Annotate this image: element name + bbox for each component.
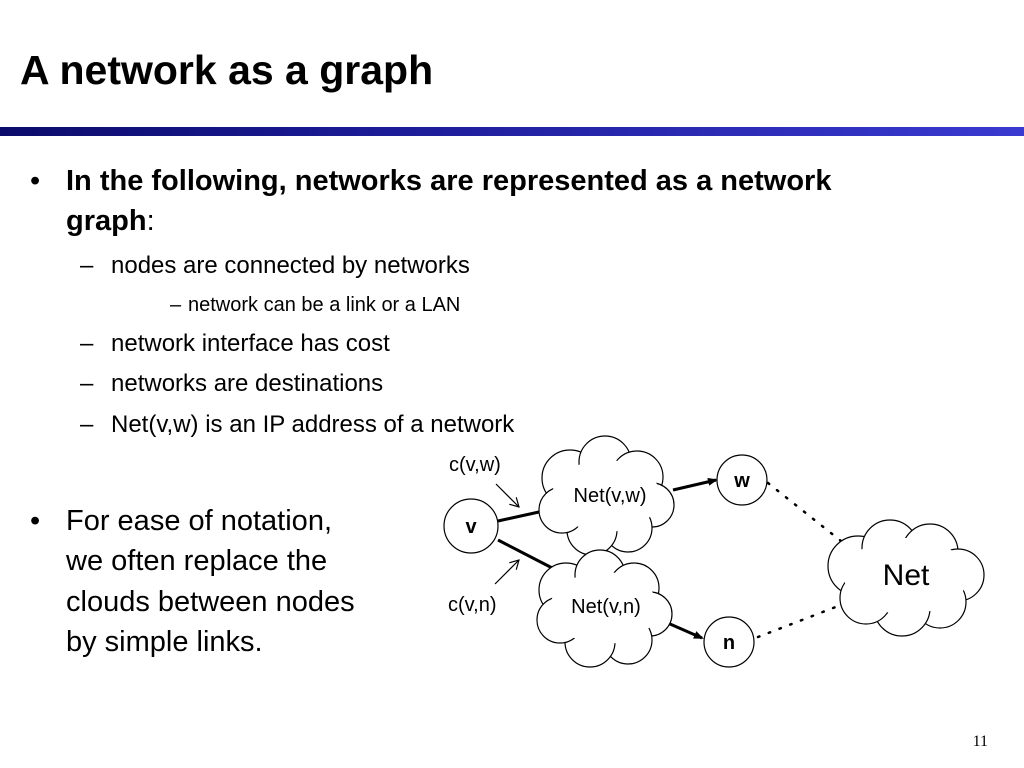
- sub-dash: –: [80, 370, 94, 397]
- node-v: v: [443, 498, 499, 554]
- node-w: w: [716, 454, 768, 506]
- edge-netvn-n: [669, 622, 704, 640]
- cost-arrow-cvn: [494, 560, 519, 585]
- sub2-dash: –: [170, 294, 182, 316]
- bullet-dot: •: [30, 165, 41, 197]
- cloud-net-vw-fill: [552, 460, 660, 532]
- bullet-second-line-0: For ease of notation,: [66, 505, 332, 537]
- node-n: n: [703, 616, 755, 668]
- node-w-label: w: [733, 470, 750, 492]
- node-v-label: v: [465, 516, 477, 538]
- sub-item-2: network interface has cost: [111, 330, 390, 357]
- cloud-net-label: Net: [883, 559, 930, 592]
- edge-v-netvn: [497, 538, 561, 574]
- node-n-label: n: [723, 632, 735, 654]
- cloud-net-vw-label: Net(v,w): [574, 485, 647, 507]
- slide-title: A network as a graph: [20, 47, 434, 93]
- bullet-second-line-1: we often replace the: [66, 545, 328, 577]
- bullet-second-line-2: clouds between nodes: [66, 586, 355, 618]
- page-number: 11: [972, 733, 988, 750]
- bullet-second-line-3: by simple links.: [66, 626, 263, 658]
- bullet-first-line2: graph:: [66, 203, 155, 240]
- bullet-dot: •: [30, 505, 41, 537]
- title-divider: [0, 127, 1024, 136]
- sub-item-0: nodes are connected by networks: [111, 252, 470, 279]
- sub-dash: –: [80, 411, 94, 438]
- cloud-net-vn-label: Net(v,n): [571, 596, 641, 618]
- cost-arrow-cvw: [495, 483, 519, 507]
- bullet-first-colon: :: [146, 205, 155, 237]
- sub-item-1: network can be a link or a LAN: [188, 294, 461, 316]
- sub-item-4: Net(v,w) is an IP address of a network: [111, 411, 515, 438]
- sub-item-3: networks are destinations: [111, 370, 384, 397]
- dotted-link-w-net: [766, 481, 848, 547]
- bullet-first-graph: graph: [66, 205, 147, 237]
- sub-dash: –: [80, 330, 94, 357]
- cost-label-cvw: c(v,w): [449, 454, 501, 476]
- cloud-net-vn-fill: [550, 572, 658, 644]
- sub-dash: –: [80, 252, 94, 279]
- edge-netvw-w: [672, 477, 718, 492]
- dotted-link-n-net: [756, 601, 848, 639]
- bullet-first-line1: In the following, networks are represent…: [66, 165, 832, 197]
- cloud-net-fill: [844, 538, 968, 614]
- cost-label-cvn: c(v,n): [448, 594, 497, 616]
